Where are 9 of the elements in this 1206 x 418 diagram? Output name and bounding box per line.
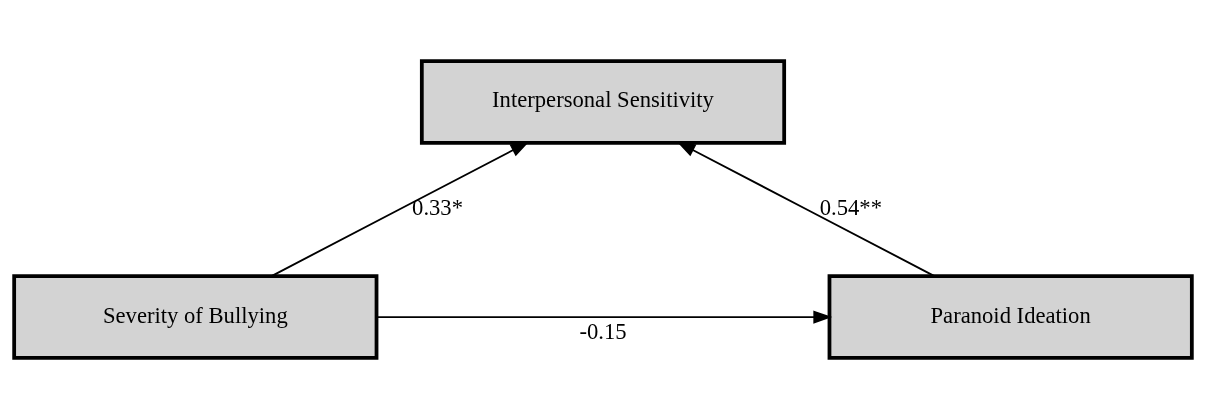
node-box: Paranoid Ideation <box>827 273 1194 360</box>
node-box: Interpersonal Sensitivity <box>419 58 787 145</box>
arrow <box>676 141 936 277</box>
arrow <box>270 141 530 277</box>
edge-label: -0.15 <box>579 318 627 344</box>
arrow <box>375 309 833 324</box>
node-box: Severity of Bullying <box>12 273 379 360</box>
edge-label: 0.33* <box>412 194 463 220</box>
edge-label: 0.54** <box>819 194 882 220</box>
